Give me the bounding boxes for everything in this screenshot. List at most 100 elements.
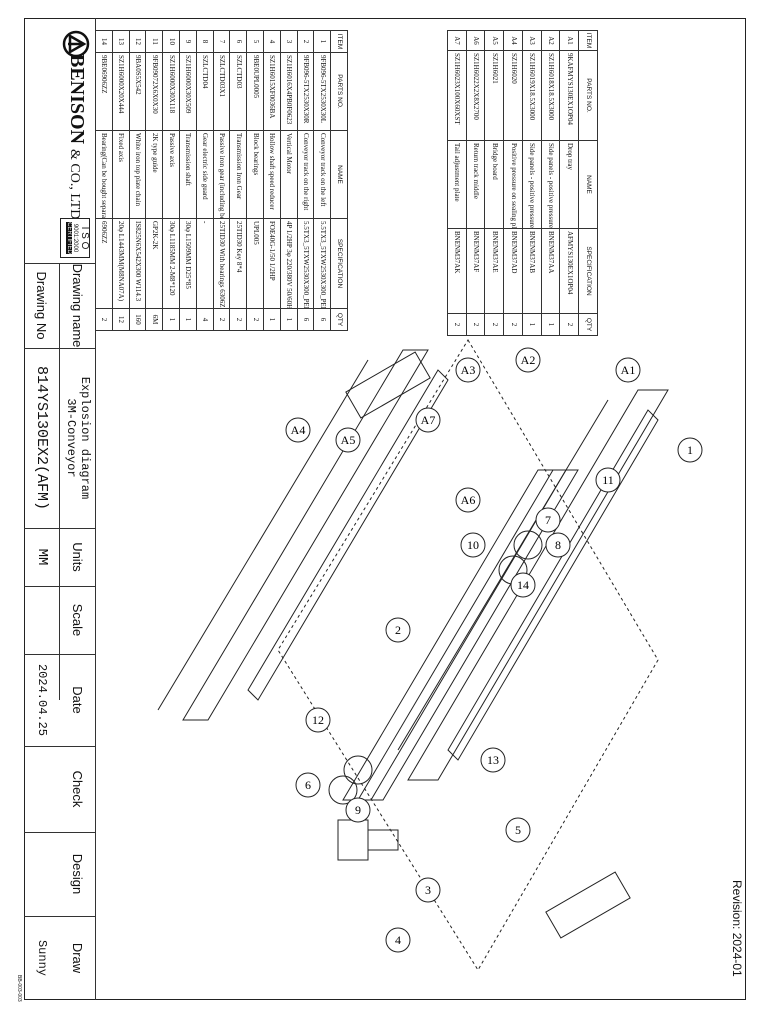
table-cell-name: Hollow shaft speed reducer — [263, 131, 280, 219]
table-cell-qty: 12 — [111, 309, 129, 331]
gear-1 — [513, 530, 543, 560]
drawing-name-value: Explosion diagram 3M-Conveyor — [60, 348, 96, 528]
callout-label: 13 — [487, 753, 499, 767]
vertical-motor-drawing — [337, 819, 399, 861]
table-cell-qty: 2 — [246, 309, 263, 331]
table-header-item: ITEM — [578, 31, 597, 51]
table-cell-spec: BNENM37AA — [540, 229, 560, 314]
iso-line2: 9001:2000 — [72, 223, 79, 253]
table-cell-part_no: 9BE0UPL0005 — [246, 53, 263, 131]
callout-bubble — [415, 407, 441, 433]
doc-code: BB-003-003 — [16, 975, 22, 1002]
table-cell-item: A6 — [465, 31, 485, 51]
table-cell-qty: 2 — [95, 309, 112, 331]
callout-label: 5 — [515, 823, 521, 837]
callout-label: 10 — [467, 538, 479, 552]
callout-label: A6 — [461, 493, 476, 507]
table-cell-name: Bridge board — [484, 141, 504, 229]
table-cell-item: 11 — [145, 31, 163, 53]
table-cell-spec: AFMYS130EX1OP04 — [559, 229, 579, 314]
date-value: 2024.04.25 — [35, 663, 49, 736]
side-panel-up — [407, 389, 669, 781]
conveyor-track-right — [247, 369, 449, 701]
company-logo — [62, 30, 90, 58]
title-block: BENISON & CO., LTD I S O 9001:2000 CERTI… — [24, 18, 96, 1000]
drawing-name-line2: 3M-Conveyor — [64, 398, 78, 478]
table-cell-item: 10 — [162, 31, 179, 53]
callout-bubble — [345, 797, 371, 823]
callout-bubble — [455, 357, 481, 383]
table-cell-name: Passive axis — [162, 131, 179, 219]
table-cell-item: 13 — [111, 31, 129, 53]
table-cell-spec: 30φ L1185MM 2-M8*120 — [162, 219, 179, 309]
callout-label: A1 — [621, 363, 636, 377]
table-cell-qty: 1 — [162, 309, 179, 331]
draw-value: Sunny — [35, 939, 49, 976]
callout-label: 3 — [425, 883, 431, 897]
table-header-spec: SPECIFICATION — [578, 229, 597, 314]
check-value — [24, 746, 60, 832]
table-cell-name: Tail adjustment plate — [447, 141, 466, 229]
table-cell-name: Transmission shaft — [179, 131, 196, 219]
check-label: Check — [70, 770, 86, 808]
callout-bubble — [415, 877, 441, 903]
design-value — [24, 832, 60, 916]
table-cell-part_no: SZ1H6000X30X118 — [162, 53, 179, 131]
table-cell-qty: 6 — [313, 309, 331, 331]
design-label: Design — [70, 853, 86, 895]
table-cell-part_no: 9FB096-5TX2530X30L — [313, 53, 331, 131]
conveyor-track-left — [447, 409, 659, 761]
table-cell-spec: 25TID30 Key 8*4 — [229, 219, 247, 309]
table-cell-item: 4 — [263, 31, 280, 53]
table-header-name: NAME — [330, 131, 347, 219]
drawing-name-label: Drawing name — [70, 263, 86, 348]
table-cell-item: 1 — [313, 31, 331, 53]
callout-label: 1 — [687, 443, 693, 457]
table-cell-item: 9 — [179, 31, 196, 53]
table-cell-qty: 2 — [212, 309, 230, 331]
table-cell-part_no: SZLCTD03X1 — [212, 53, 230, 131]
table-cell-part_no: SZ1H6015XF0036BA — [263, 53, 280, 131]
table-cell-part_no: 9FB096-5TX2530X30R — [296, 53, 314, 131]
table-cell-spec: BNENM37AB — [522, 229, 541, 314]
table-cell-name: Side panels - positive pressure up — [540, 141, 560, 229]
table-cell-spec: 30φ L1509MM D25*85 — [179, 219, 196, 309]
table-cell-name: 2K type guide — [145, 131, 163, 219]
return-track-middle-2 — [157, 359, 369, 711]
callout-bubble — [480, 747, 506, 773]
callout-bubble — [455, 487, 481, 513]
callout-label: A3 — [461, 363, 476, 377]
scale-value — [24, 586, 60, 654]
gear-3 — [343, 755, 373, 785]
table-cell-item: A1 — [559, 31, 579, 51]
callout-label: 2 — [395, 623, 401, 637]
scale-label: Scale — [70, 603, 86, 637]
callout-bubble — [535, 507, 561, 533]
units-label: Units — [70, 542, 86, 572]
callout-bubble — [385, 927, 411, 953]
table-cell-part_no: SZ1H6020 — [503, 51, 522, 141]
callout-bubble — [335, 427, 361, 453]
table-cell-item: 12 — [128, 31, 146, 53]
table-cell-part_no: 9KAFMYS130EX1OP04 — [559, 51, 579, 141]
drawing-no-label: Drawing No — [34, 271, 50, 340]
return-track-middle-1 — [397, 399, 609, 751]
callout-label: 11 — [602, 473, 614, 487]
table-cell-part_no: SZ1H6023X100X60XST — [447, 51, 466, 141]
table-cell-item: A3 — [522, 31, 541, 51]
table-cell-item: 14 — [95, 31, 112, 53]
table-cell-item: A5 — [484, 31, 504, 51]
table-cell-part_no: SZLCTD04 — [195, 53, 213, 131]
table-cell-part_no: SZ1H6000X30X509 — [179, 53, 196, 131]
callout-bubble — [510, 572, 536, 598]
callout-label: 8 — [555, 538, 561, 552]
table-cell-qty: 6M — [145, 309, 163, 331]
table-cell-spec: FOE40G-1/50 1/2HP — [263, 219, 280, 309]
callout-bubble — [460, 532, 486, 558]
callout-bubble — [677, 437, 703, 463]
table-cell-name: Conveyor track on the left — [313, 131, 331, 219]
table-cell-part_no: 9BE06906ZZ — [95, 53, 112, 131]
table-cell-spec: - — [195, 219, 213, 309]
